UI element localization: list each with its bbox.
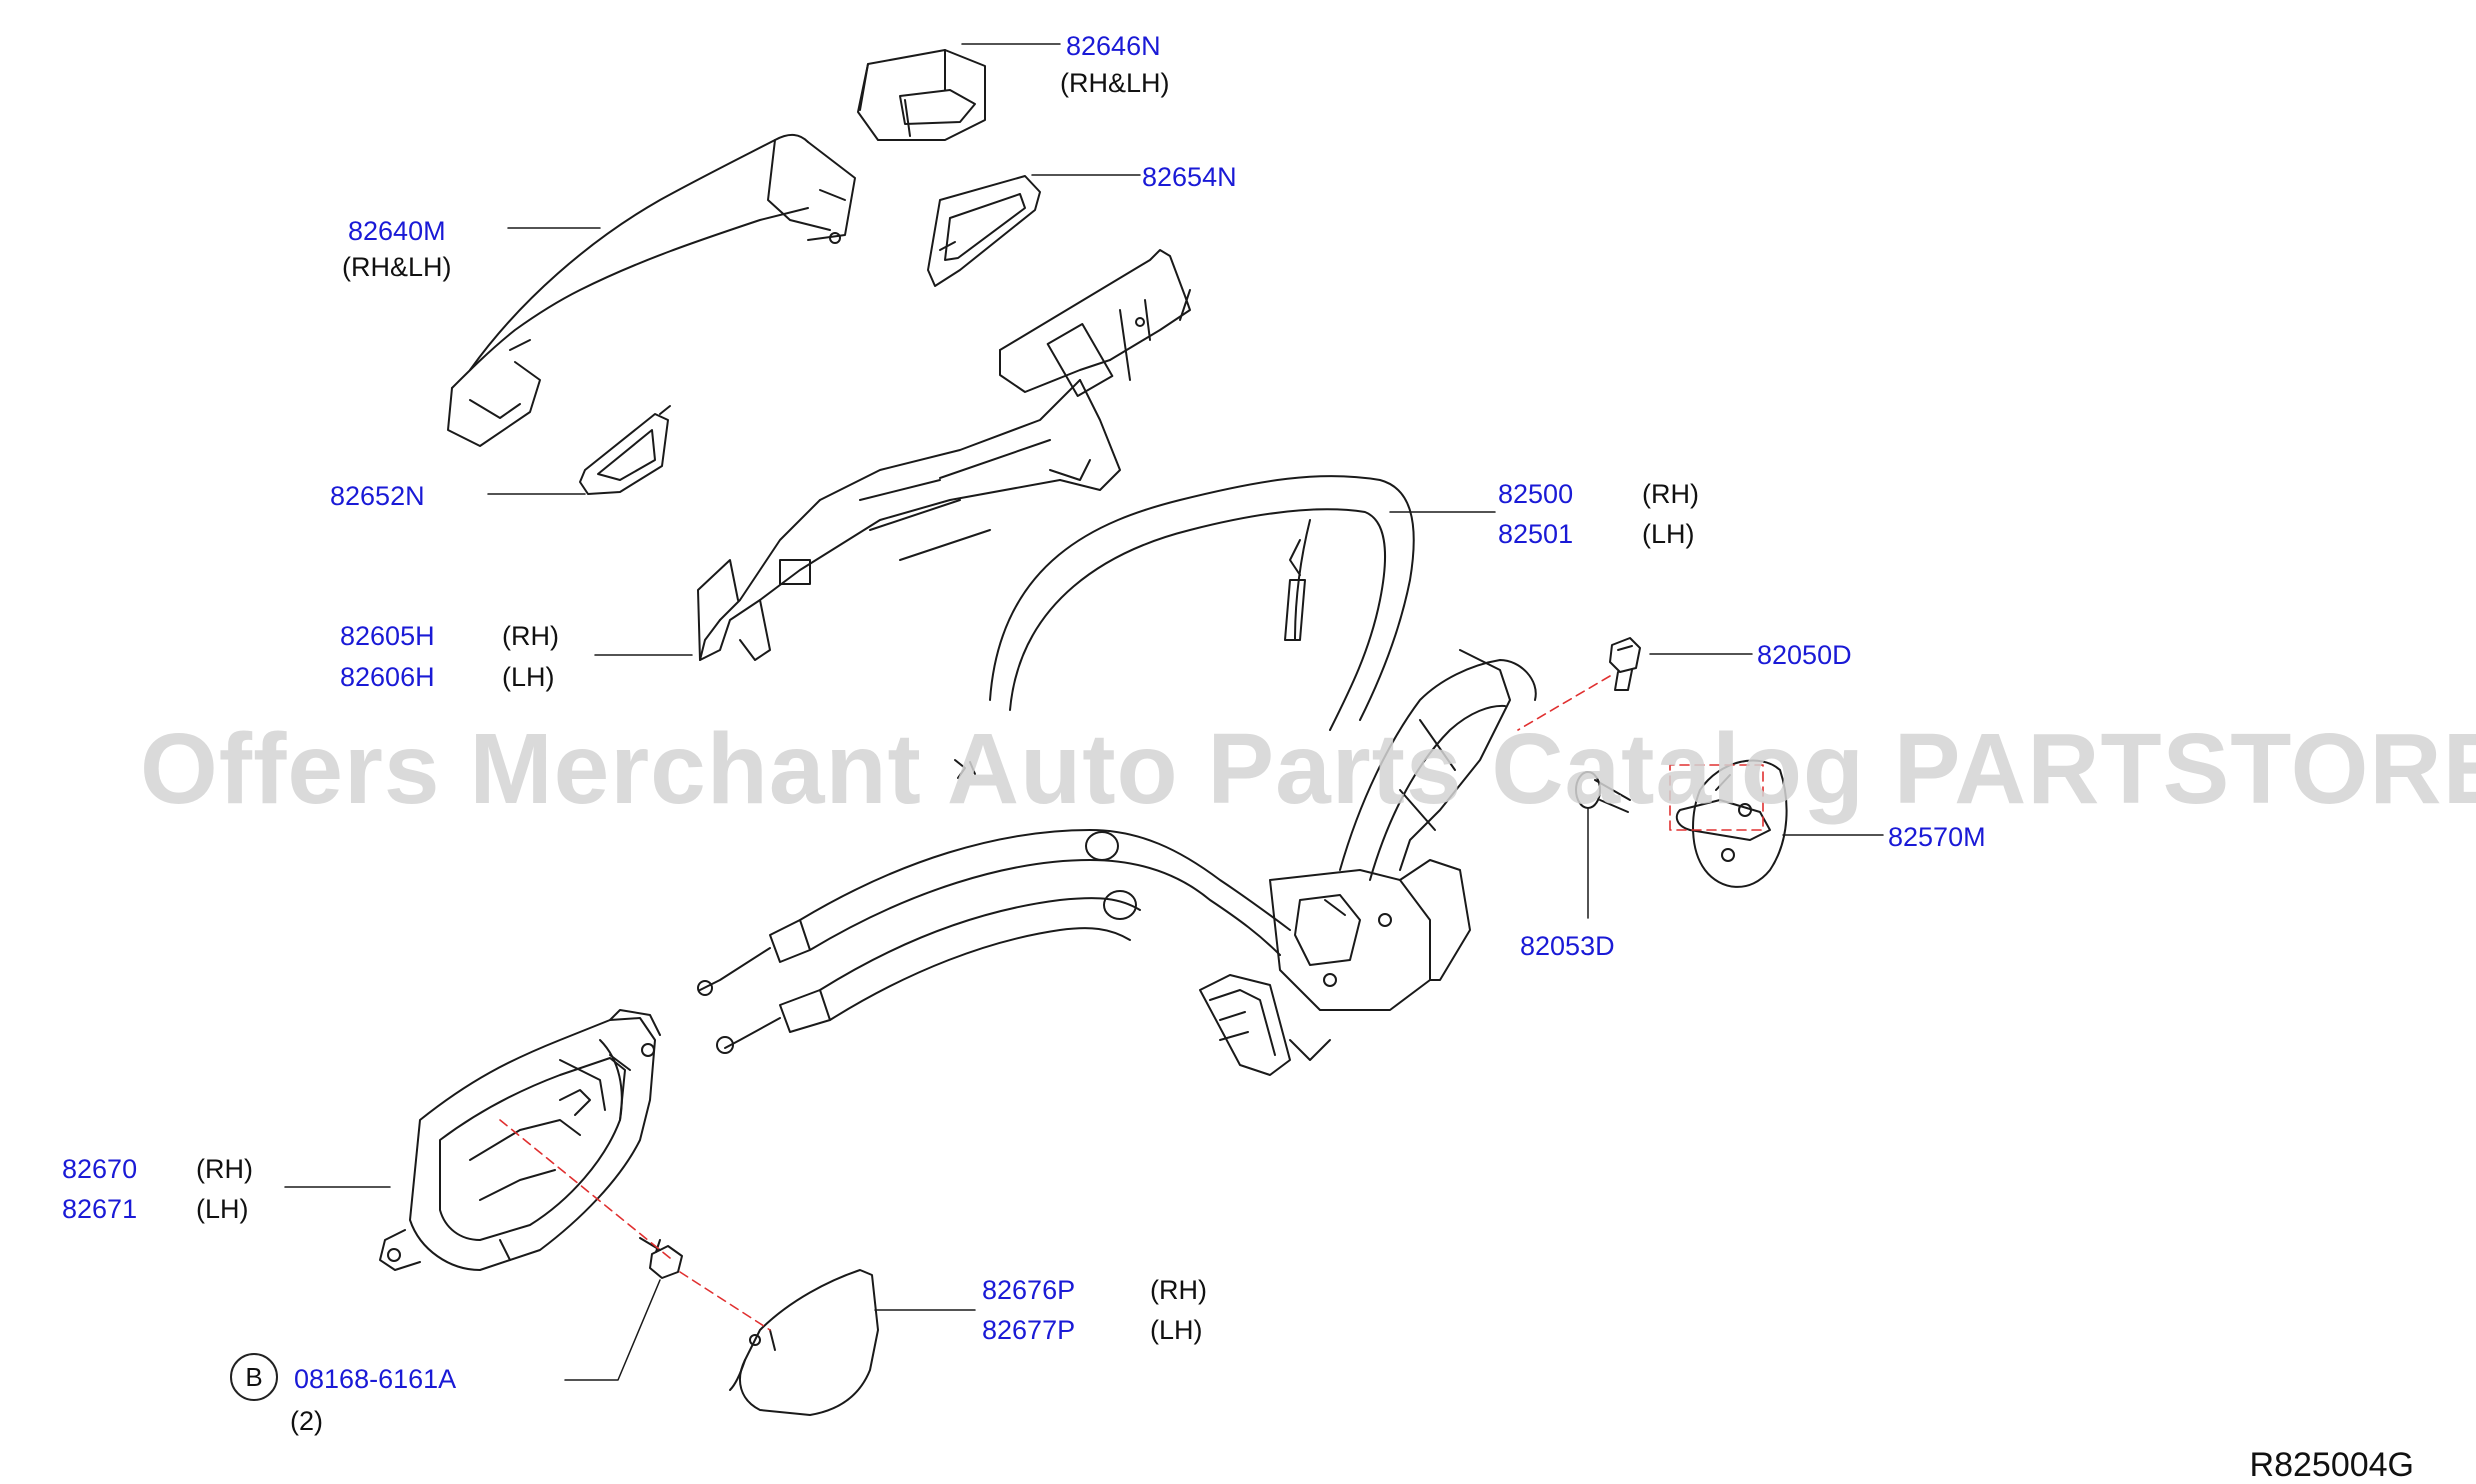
bolt-marker-letter: B — [245, 1361, 263, 1392]
bolt-marker-circle: B — [230, 1353, 278, 1401]
watermark-text: Offers Merchant Auto Parts Catalog PARTS… — [140, 713, 2476, 825]
diagram-reference-code: R825004G — [2249, 1446, 2414, 1484]
lock-cable-assembly-part — [697, 475, 1415, 1054]
part-number-82606h[interactable]: 82606H — [340, 662, 435, 692]
part-number-82053d[interactable]: 82053D — [1520, 931, 1615, 961]
part-note-82640m: (RH&LH) — [342, 252, 452, 282]
part-note-82646n: (RH&LH) — [1060, 68, 1170, 98]
part-number-82646n[interactable]: 82646N — [1066, 31, 1161, 61]
part-number-08168-6161a[interactable]: 08168-6161A — [294, 1364, 457, 1394]
outside-handle-grip-part — [447, 134, 856, 447]
alignment-dashes — [499, 675, 1764, 1331]
part-number-82501[interactable]: 82501 — [1498, 519, 1574, 549]
part-number-82640m[interactable]: 82640M — [348, 216, 446, 246]
lock-screw-part — [1609, 637, 1641, 691]
part-number-82570m[interactable]: 82570M — [1888, 822, 1986, 852]
part-side-82606h: (LH) — [502, 662, 555, 692]
handle-gasket-part — [927, 175, 1041, 287]
part-number-82500[interactable]: 82500 — [1498, 479, 1574, 509]
part-number-82652n[interactable]: 82652N — [330, 481, 425, 511]
escutcheon-cap-part — [857, 49, 986, 141]
part-side-82677p: (LH) — [1150, 1315, 1203, 1345]
part-side-82605h: (RH) — [502, 621, 559, 651]
part-number-82654n[interactable]: 82654N — [1142, 162, 1237, 192]
part-qty-08168-6161a: (2) — [290, 1406, 323, 1436]
part-number-82050d[interactable]: 82050D — [1757, 640, 1852, 670]
part-side-82670: (RH) — [196, 1154, 253, 1184]
part-side-82676p: (RH) — [1150, 1275, 1207, 1305]
part-side-82500: (RH) — [1642, 479, 1699, 509]
door-striker-part — [1675, 759, 1788, 888]
part-number-82670[interactable]: 82670 — [62, 1154, 138, 1184]
part-number-82605h[interactable]: 82605H — [340, 621, 435, 651]
part-side-82671: (LH) — [196, 1194, 249, 1224]
part-side-82501: (LH) — [1642, 519, 1695, 549]
door-lock-body-part — [1199, 649, 1537, 1076]
inside-handle-part — [379, 1009, 661, 1271]
part-number-82676p[interactable]: 82676P — [982, 1275, 1076, 1305]
outside-handle-frame-part — [697, 249, 1191, 661]
leader-lines — [284, 43, 1884, 1381]
part-number-82671[interactable]: 82671 — [62, 1194, 138, 1224]
grip-gasket-part — [579, 405, 671, 495]
inside-handle-escutcheon-part — [729, 1269, 879, 1416]
inside-handle-bolt-part — [639, 1237, 683, 1279]
part-number-82677p[interactable]: 82677P — [982, 1315, 1076, 1345]
